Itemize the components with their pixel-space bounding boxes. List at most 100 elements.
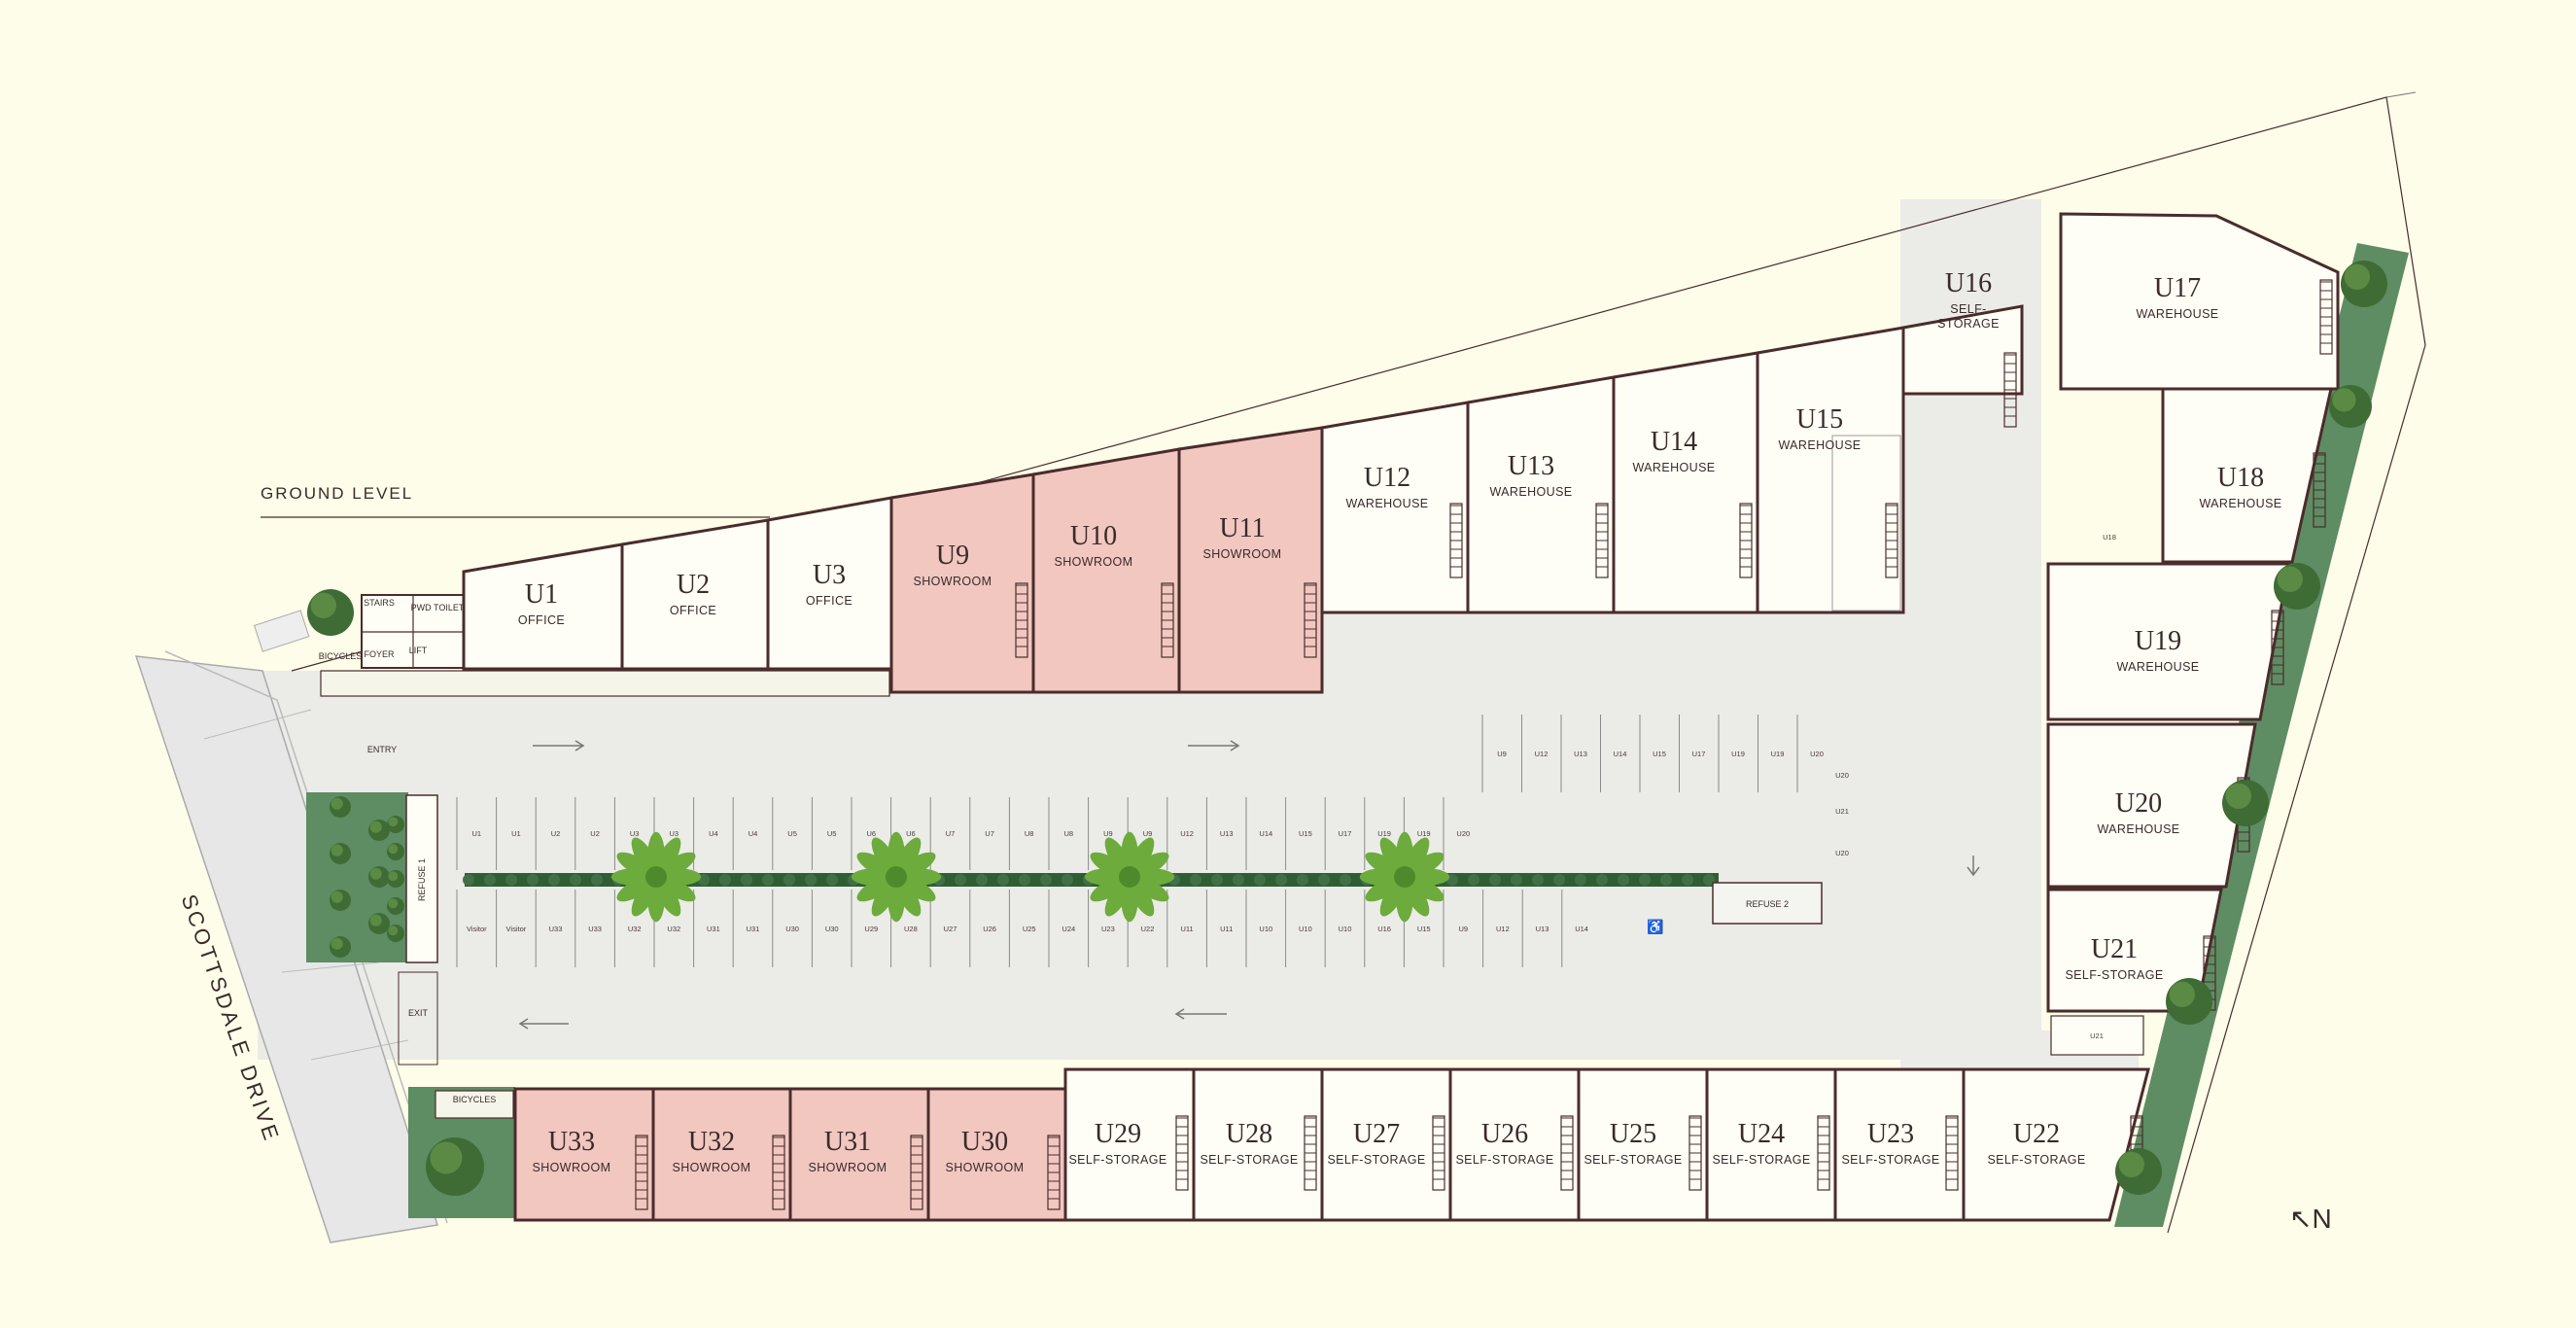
unit-number: U32	[688, 1127, 735, 1157]
parking-bay[interactable]: U6	[906, 829, 916, 838]
parking-bay[interactable]: U7	[946, 829, 956, 838]
parking-bay[interactable]: U4	[709, 829, 718, 838]
parking-bay[interactable]: U9	[1143, 829, 1153, 838]
parking-bay[interactable]: U2	[590, 829, 600, 838]
unit-number: U12	[1364, 463, 1410, 493]
parking-bay[interactable]: U19	[1731, 750, 1745, 758]
parking-bay[interactable]: U19	[1771, 750, 1785, 758]
parking-bay[interactable]: U15	[1653, 750, 1666, 758]
parking-bay[interactable]: U15	[1299, 829, 1312, 838]
parking-bay[interactable]: U7	[985, 829, 994, 838]
parking-bay[interactable]: U24	[1062, 925, 1075, 933]
parking-bay[interactable]: U14	[1575, 925, 1588, 933]
parking-bay[interactable]: U16	[1377, 925, 1391, 933]
parking-bay[interactable]: U11	[1180, 925, 1193, 933]
parking-bay[interactable]: U5	[787, 829, 797, 838]
parking-bay[interactable]: U30	[825, 925, 839, 933]
tree-highlight	[369, 914, 382, 926]
palm-tree	[645, 866, 667, 888]
parking-bay[interactable]: U10	[1299, 925, 1312, 933]
unit-u20[interactable]	[2046, 722, 2257, 889]
unit-number: U29	[1095, 1119, 1141, 1149]
unit-u11[interactable]	[1177, 426, 1324, 694]
parking-bay[interactable]: U1	[472, 829, 482, 838]
parking-bay[interactable]: U27	[944, 925, 957, 933]
parking-bay[interactable]: U20	[1456, 829, 1470, 838]
parking-bay[interactable]: U20	[1835, 849, 1849, 857]
parking-bay[interactable]: Visitor	[506, 925, 527, 933]
parking-bay[interactable]: U12	[1496, 925, 1510, 933]
parking-bay[interactable]: U10	[1339, 925, 1352, 933]
parking-bay[interactable]: U12	[1535, 750, 1549, 758]
parking-bay[interactable]: U14	[1259, 829, 1272, 838]
parking-bay[interactable]: U17	[1339, 829, 1352, 838]
parking-bay[interactable]: U9	[1459, 925, 1469, 933]
parking-bay[interactable]: U8	[1064, 829, 1074, 838]
parking-bay[interactable]: U11	[1220, 925, 1233, 933]
parking-bay[interactable]: U3	[670, 829, 679, 838]
tree-highlight	[369, 867, 382, 880]
parking-bay[interactable]: U33	[588, 925, 602, 933]
stair-outline	[1304, 582, 1317, 658]
unit-u10[interactable]	[1031, 447, 1181, 694]
parking-bay[interactable]: U22	[1141, 925, 1155, 933]
parking-bay[interactable]: U32	[628, 925, 642, 933]
parking-bay[interactable]: U5	[827, 829, 837, 838]
parking-bay[interactable]: U30	[785, 925, 799, 933]
unit-number: U16	[1945, 268, 1992, 298]
parking-bay[interactable]: U4	[748, 829, 758, 838]
unit-type: WAREHOUSE	[2136, 307, 2218, 321]
parking-bay[interactable]: U1	[511, 829, 521, 838]
parking-bay[interactable]: U29	[864, 925, 878, 933]
parking-bay[interactable]: U17	[1692, 750, 1706, 758]
parking-bay[interactable]: U13	[1220, 829, 1234, 838]
parking-bay[interactable]: U9	[1497, 750, 1507, 758]
tree-highlight	[388, 898, 399, 909]
hedge-shrub	[1639, 874, 1651, 886]
parking-bay[interactable]: U33	[549, 925, 563, 933]
stair-outline	[1739, 503, 1753, 578]
parking-bay[interactable]: U20	[1835, 771, 1849, 780]
unit-u16[interactable]	[1901, 304, 2024, 396]
parking-bay[interactable]: U21	[1835, 807, 1849, 816]
unit-type: SELF-	[1950, 302, 1986, 316]
parking-bay[interactable]: U14	[1614, 750, 1627, 758]
parking-bay[interactable]: U8	[1025, 829, 1034, 838]
parking-bay[interactable]: U19	[1417, 829, 1431, 838]
parking-bay[interactable]: U6	[867, 829, 877, 838]
hedge-shrub	[1062, 874, 1073, 886]
parking-bay[interactable]: U13	[1574, 750, 1587, 758]
parking-bay[interactable]: U3	[630, 829, 640, 838]
unit-u18[interactable]	[2161, 387, 2333, 564]
unit-number: U19	[2135, 626, 2181, 656]
hedge-shrub	[1019, 874, 1030, 886]
unit-u17[interactable]	[2059, 212, 2340, 391]
parking-bay[interactable]: U12	[1180, 829, 1194, 838]
parking-bay[interactable]: U2	[551, 829, 561, 838]
parking-bay[interactable]: U25	[1023, 925, 1036, 933]
parking-bay[interactable]: U26	[983, 925, 996, 933]
unit-u33[interactable]	[513, 1087, 655, 1222]
pwd-toilet-label: PWD TOILET	[411, 603, 465, 612]
parking-bay[interactable]: U32	[667, 925, 680, 933]
unit-u19[interactable]	[2046, 562, 2291, 721]
hedge-shrub	[997, 874, 1009, 886]
unit-u15[interactable]	[1756, 326, 1905, 614]
parking-bay[interactable]: U23	[1101, 925, 1115, 933]
stair-outline	[2319, 279, 2333, 355]
parking-bay[interactable]: U19	[1377, 829, 1391, 838]
parking-bay[interactable]: U20	[1810, 750, 1824, 758]
parking-bay[interactable]: Visitor	[467, 925, 487, 933]
parking-bay[interactable]: U13	[1536, 925, 1549, 933]
parking-bay[interactable]: U31	[747, 925, 760, 933]
parking-bay[interactable]: U28	[904, 925, 918, 933]
parking-bay[interactable]: U9	[1103, 829, 1113, 838]
parking-bay[interactable]: U15	[1417, 925, 1431, 933]
stair-outline	[1885, 503, 1898, 578]
tree-highlight	[2344, 263, 2370, 290]
unit-u14[interactable]	[1612, 351, 1759, 614]
palm-tree	[886, 866, 907, 888]
unit-type: SELF-STORAGE	[1327, 1153, 1425, 1167]
parking-bay[interactable]: U31	[707, 925, 720, 933]
parking-bay[interactable]: U10	[1259, 925, 1272, 933]
